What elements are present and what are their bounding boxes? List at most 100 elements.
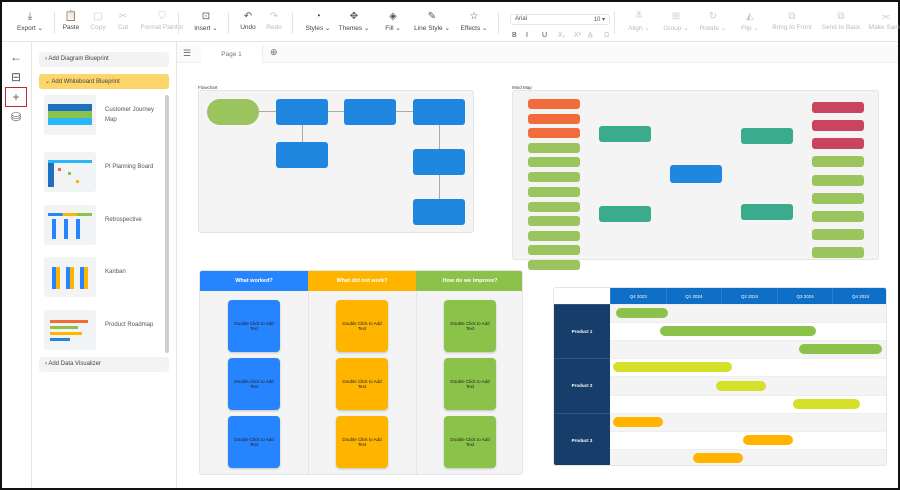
- leaf-topic[interactable]: [528, 201, 580, 212]
- toolbar-item-export[interactable]: ⤓Export ⌄: [5, 10, 55, 32]
- gantt-bar[interactable]: [715, 380, 766, 391]
- tab-page-1[interactable]: Page 1: [201, 45, 263, 63]
- add-icon[interactable]: +: [5, 87, 27, 107]
- process-node[interactable]: [344, 99, 396, 125]
- leaf-topic[interactable]: [812, 193, 864, 204]
- gantt-bar[interactable]: [799, 344, 883, 355]
- start-node[interactable]: [207, 99, 259, 125]
- process-node[interactable]: [413, 99, 465, 125]
- toolbar-item-themes[interactable]: ✥Themes ⌄: [329, 10, 379, 32]
- leaf-topic[interactable]: [812, 138, 864, 149]
- template-pi-planning-board[interactable]: PI Planning Board: [44, 152, 164, 196]
- branch-topic[interactable]: [599, 126, 651, 142]
- toolbar-item-cut[interactable]: ✂Cut: [98, 10, 148, 31]
- branch-topic[interactable]: [741, 204, 793, 220]
- flowchart-frame[interactable]: [198, 90, 474, 233]
- sticky-note[interactable]: Double Click to Add Text: [336, 300, 388, 352]
- leaf-topic[interactable]: [528, 230, 580, 241]
- canvas[interactable]: Flowchart Mind Map What worked?Double Cl…: [177, 63, 898, 488]
- central-topic[interactable]: [670, 165, 722, 183]
- template-retrospective[interactable]: Retrospective: [44, 205, 164, 249]
- toolbar-item-redo[interactable]: ↷Redo: [249, 10, 299, 31]
- branch-topic[interactable]: [599, 206, 651, 222]
- leaf-topic[interactable]: [812, 229, 864, 240]
- gantt-bar[interactable]: [612, 416, 663, 427]
- sticky-note[interactable]: Double Click to Add Text: [228, 300, 280, 352]
- add-whiteboard-blueprint[interactable]: ⌄ Add Whiteboard Blueprint: [39, 74, 169, 89]
- toolbar-item-make-same[interactable]: ⫘Make Same: [861, 10, 900, 31]
- toolbar-item-rotate[interactable]: ↻Rotate ⌄: [688, 10, 738, 32]
- process-node[interactable]: [276, 142, 328, 168]
- toolbar-item-styles[interactable]: ◔Styles ⌄: [293, 10, 343, 32]
- toolbar-item-send-to-back[interactable]: ⧉Send to Back: [816, 10, 866, 31]
- format-button[interactable]: I: [526, 32, 528, 39]
- sticky-note[interactable]: Double Click to Add Text: [444, 300, 496, 352]
- branch-topic[interactable]: [741, 128, 793, 144]
- template-kanban[interactable]: Kanban: [44, 257, 164, 301]
- font-size-select[interactable]: 10 ▾: [593, 17, 605, 23]
- process-node[interactable]: [276, 99, 328, 125]
- sticky-note[interactable]: Double Click to Add Text: [336, 416, 388, 468]
- leaf-topic[interactable]: [528, 142, 580, 153]
- toolbar-item-fill[interactable]: ◈Fill ⌄: [368, 10, 418, 32]
- back-arrow-icon[interactable]: ←: [10, 50, 22, 64]
- menu-icon[interactable]: ☰: [183, 48, 192, 58]
- format-button[interactable]: B: [512, 32, 517, 39]
- leaf-topic[interactable]: [528, 245, 580, 255]
- toolbar-item-effects[interactable]: ☆Effects ⌄: [449, 10, 499, 32]
- process-node[interactable]: [413, 149, 465, 175]
- format-button[interactable]: X²: [574, 32, 581, 39]
- leaf-topic[interactable]: [528, 171, 580, 182]
- format-button[interactable]: X₂: [558, 32, 566, 39]
- gantt-bar[interactable]: [660, 326, 816, 337]
- toolbar-item-paste[interactable]: 📋Paste: [46, 10, 96, 31]
- toolbar-item-line-style[interactable]: ✎Line Style ⌄: [407, 10, 457, 32]
- gantt-bar[interactable]: [793, 398, 861, 409]
- format-button[interactable]: Ω: [604, 32, 610, 39]
- template-customer-journey-map[interactable]: Customer Journey Map: [44, 95, 164, 139]
- leaf-topic[interactable]: [528, 128, 580, 138]
- leaf-topic[interactable]: [812, 247, 864, 258]
- template-product-roadmap[interactable]: Product Roadmap: [44, 310, 164, 354]
- toolbar-item-undo[interactable]: ↶Undo: [223, 10, 273, 31]
- leaf-topic[interactable]: [812, 102, 864, 113]
- gantt-bar[interactable]: [612, 362, 733, 373]
- database-icon[interactable]: ⛁: [10, 110, 22, 124]
- add-page-icon[interactable]: ⊕: [270, 47, 278, 57]
- leaf-topic[interactable]: [528, 113, 580, 124]
- toolbar-item-copy[interactable]: ▢Copy: [73, 10, 123, 31]
- toolbar-item-flip[interactable]: ◭Flip ⌄: [725, 10, 775, 32]
- sticky-note[interactable]: Double Click to Add Text: [444, 416, 496, 468]
- leaf-topic[interactable]: [528, 259, 580, 270]
- sticky-note[interactable]: Double Click to Add Text: [228, 358, 280, 410]
- gantt-bar[interactable]: [693, 452, 744, 463]
- leaf-topic[interactable]: [528, 187, 580, 197]
- gantt-bar[interactable]: [615, 308, 669, 319]
- sticky-note[interactable]: Double Click to Add Text: [336, 358, 388, 410]
- leaf-topic[interactable]: [812, 175, 864, 186]
- sticky-note[interactable]: Double Click to Add Text: [444, 358, 496, 410]
- leaf-topic[interactable]: [812, 120, 864, 131]
- toolbar-item-group[interactable]: ⊞Group ⌄: [651, 10, 701, 32]
- leaf-topic[interactable]: [812, 211, 864, 222]
- leaf-topic[interactable]: [812, 156, 864, 167]
- leaf-topic[interactable]: [528, 99, 580, 109]
- panel-scrollbar[interactable]: [165, 95, 169, 353]
- toolbar-item-bring-to-front[interactable]: ⧉Bring to Front: [767, 10, 817, 31]
- toolbar-item-insert[interactable]: ⊡Insert ⌄: [181, 10, 231, 32]
- sticky-note[interactable]: Double Click to Add Text: [228, 416, 280, 468]
- add-diagram-blueprint[interactable]: › Add Diagram Blueprint: [39, 52, 169, 67]
- mindmap-frame[interactable]: [512, 90, 879, 270]
- leaf-topic[interactable]: [528, 216, 580, 226]
- add-data-visualizer[interactable]: › Add Data Visualizer: [39, 357, 169, 372]
- gantt-bar[interactable]: [743, 434, 794, 445]
- toolbar-item-align[interactable]: ≚Align ⌄: [614, 10, 664, 32]
- toolbar-item-format-painter[interactable]: ⛉Format Painter: [137, 10, 187, 31]
- leaf-topic[interactable]: [528, 157, 580, 167]
- format-button[interactable]: U: [542, 32, 548, 39]
- process-node[interactable]: [413, 199, 465, 225]
- format-button[interactable]: A̲: [588, 32, 593, 39]
